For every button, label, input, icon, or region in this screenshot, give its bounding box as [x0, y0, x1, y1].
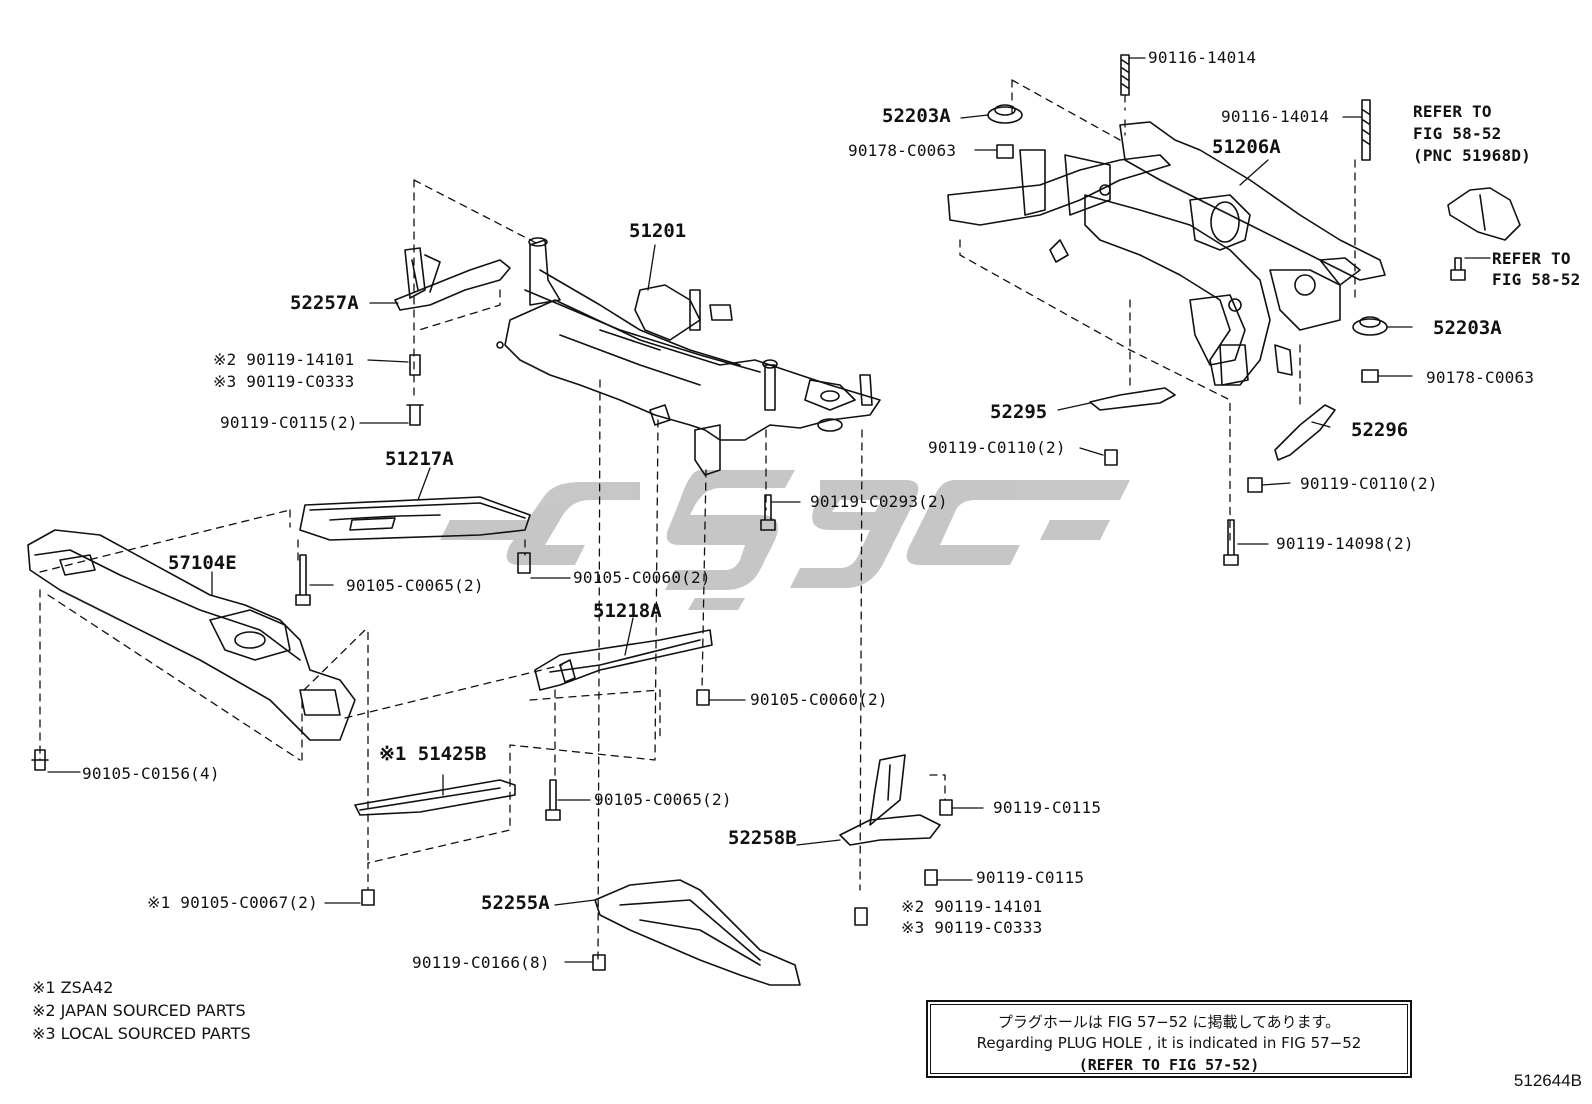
callout-90119-C0166: 90119-C0166(8) [412, 953, 550, 972]
callout-52257A: 52257A [290, 292, 359, 314]
callout-51217A: 51217A [385, 448, 454, 470]
bolt-90116-14014-b [1361, 99, 1371, 161]
nut-90178-C0063-top [996, 144, 1014, 159]
callout-90119-C0293: 90119-C0293(2) [810, 492, 948, 511]
callout-51218A: 51218A [593, 600, 662, 622]
callout-52295: 52295 [990, 401, 1048, 423]
washer-52203A-bottom [1352, 316, 1388, 336]
plug-hole-english: Regarding PLUG HOLE , it is indicated in… [976, 1034, 1362, 1052]
bolts-52257A [406, 354, 424, 426]
bolt-90105-C0156 [31, 749, 49, 771]
callout-90119-C0115-b: 90119-C0115 [976, 868, 1085, 887]
callout-90119-14098: 90119-14098(2) [1276, 534, 1414, 553]
leader-lines [47, 57, 1491, 963]
bolt-90119-14098 [1223, 519, 1239, 566]
plug-hole-refer: (REFER TO FIG 57-52) [1078, 1056, 1260, 1074]
watermark-logo [440, 470, 1130, 610]
bolt-90105-C0065-b [545, 779, 561, 821]
callout-90119-14101-a: ※2 90119-14101 [213, 350, 355, 369]
plug-hole-notice: プラグホールは FIG 57−52 に掲載してあります。 Regarding P… [926, 1000, 1412, 1078]
callout-90105-C0060-a: 90105-C0060(2) [573, 568, 711, 587]
refer-58-52-b-line1: REFER TO [1492, 249, 1571, 268]
callout-52203A-bottom: 52203A [1433, 317, 1502, 339]
refer-58-52-a-line1: REFER TO [1413, 102, 1492, 121]
callout-90116-14014-a: 90116-14014 [1148, 48, 1257, 67]
part-57104E [27, 529, 356, 741]
bolts-52258B [854, 799, 953, 926]
callout-51425B: ※1 51425B [379, 743, 487, 765]
part-51206A-rear-subframe [947, 121, 1386, 386]
part-51218A [534, 629, 713, 691]
part-52296 [1274, 404, 1336, 461]
part-52295 [1089, 387, 1176, 411]
refer-58-52-a-line3: (PNC 51968D) [1413, 146, 1531, 165]
callout-52296: 52296 [1351, 419, 1409, 441]
footnote-local-sourced: ※3 LOCAL SOURCED PARTS [32, 1024, 251, 1043]
bolt-90119-C0166 [592, 954, 606, 971]
figure-code: 512644B [1513, 1071, 1582, 1090]
callout-52255A: 52255A [481, 892, 550, 914]
callout-90119-C0110-b: 90119-C0110(2) [1300, 474, 1438, 493]
callout-51206A: 51206A [1212, 136, 1281, 158]
callout-90105-C0065-a: 90105-C0065(2) [346, 576, 484, 595]
part-52255A [594, 879, 801, 986]
bolts-51217A [295, 552, 531, 606]
callout-90116-14014-b: 90116-14014 [1221, 107, 1330, 126]
part-51201-front-crossmember [496, 237, 881, 476]
callout-90105-C0156: 90105-C0156(4) [82, 764, 220, 783]
footnote-japan-sourced: ※2 JAPAN SOURCED PARTS [32, 1001, 246, 1020]
callout-90119-C0333-b: ※3 90119-C0333 [901, 918, 1043, 937]
bolt-90119-C0110-a [1104, 449, 1118, 466]
bolt-90119-C0293 [760, 494, 776, 531]
callout-90178-C0063-top: 90178-C0063 [848, 141, 957, 160]
bracket-51968D [1447, 187, 1521, 241]
callout-90119-C0110-a: 90119-C0110(2) [928, 438, 1066, 457]
bolt-90105-C0067 [361, 889, 375, 906]
refer-58-52-a-line2: FIG 58-52 [1413, 124, 1502, 143]
plug-hole-japanese: プラグホールは FIG 57−52 に掲載してあります。 [997, 1013, 1341, 1031]
callout-52203A-top: 52203A [882, 105, 951, 127]
callout-57104E: 57104E [168, 552, 237, 574]
callout-90105-C0067: ※1 90105-C0067(2) [147, 893, 318, 912]
bolt-90105-C0060-b [696, 689, 710, 706]
callout-51201: 51201 [629, 220, 687, 242]
bolt-90119-C0110-b [1247, 477, 1263, 493]
callout-90119-14101-b: ※2 90119-14101 [901, 897, 1043, 916]
refer-58-52-b-line2: FIG 58-52 [1492, 270, 1581, 289]
callout-52258B: 52258B [728, 827, 797, 849]
bolt-refer-58-52 [1450, 257, 1466, 281]
callout-90119-C0115-2: 90119-C0115(2) [220, 413, 358, 432]
callout-90178-C0063-bottom: 90178-C0063 [1426, 368, 1535, 387]
part-52257A-bracket [394, 247, 511, 311]
part-51217A [299, 496, 531, 541]
callout-90119-C0115-a: 90119-C0115 [993, 798, 1102, 817]
washer-52203A-top [987, 104, 1023, 124]
footnote-zsa42: ※1 ZSA42 [32, 978, 114, 997]
callout-90105-C0065-b: 90105-C0065(2) [594, 790, 732, 809]
bolt-90116-14014-a [1120, 54, 1130, 96]
part-51425B [354, 779, 516, 816]
part-52258B [839, 754, 941, 846]
callout-90105-C0060-b: 90105-C0060(2) [750, 690, 888, 709]
callout-90119-C0333-a: ※3 90119-C0333 [213, 372, 355, 391]
nut-90178-C0063-bottom [1361, 369, 1379, 383]
